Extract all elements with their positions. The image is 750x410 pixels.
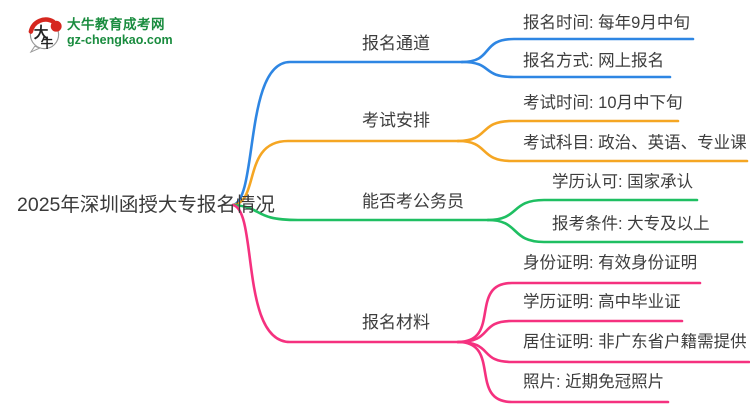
site-logo[interactable]: 大 牛 大牛教育成考网 gz-chengkao.com xyxy=(26,16,173,53)
branch-2-trunk-line xyxy=(231,139,460,207)
daniu-bubble-icon: 大 牛 xyxy=(28,17,62,53)
child-topic-signup-time: 报名时间: 每年9月中旬 xyxy=(523,14,690,32)
branch-3-trunk-line xyxy=(231,203,490,222)
logo-title: 大牛教育成考网 xyxy=(67,17,165,32)
child-topic-signup-method: 报名方式: 网上报名 xyxy=(523,52,665,70)
branch-topic-signup-channel: 报名通道 xyxy=(362,34,430,53)
child-topic-apply-condition: 报考条件: 大专及以上 xyxy=(552,215,710,233)
branch-4-child-2-line xyxy=(456,319,684,344)
branch-4-trunk-line xyxy=(231,203,460,344)
logo-char-1: 大 xyxy=(34,23,49,41)
child-topic-education-proof: 学历证明: 高中毕业证 xyxy=(523,293,681,311)
branch-topic-civil-servant: 能否考公务员 xyxy=(362,192,464,211)
branch-2-child-2-line xyxy=(456,139,749,163)
branch-topic-exam-arrangement: 考试安排 xyxy=(362,111,430,130)
child-topic-identity-proof: 身份证明: 有效身份证明 xyxy=(523,254,698,272)
branch-1-child-2-line xyxy=(460,60,672,79)
logo-subtitle: gz-chengkao.com xyxy=(67,33,173,47)
branch-2-child-1-line xyxy=(456,119,680,143)
branch-3-child-2-line xyxy=(486,218,744,244)
child-topic-residence-proof: 居住证明: 非广东省户籍需提供 xyxy=(523,333,747,351)
branch-3-child-1-line xyxy=(486,198,699,222)
child-topic-degree-recognition: 学历认可: 国家承认 xyxy=(552,173,694,191)
branch-topic-materials: 报名材料 xyxy=(362,313,430,332)
branch-1-trunk-line xyxy=(231,60,464,207)
child-topic-exam-time: 考试时间: 10月中下旬 xyxy=(523,94,683,112)
logo-char-2: 牛 xyxy=(41,36,54,51)
child-topic-exam-subjects: 考试科目: 政治、英语、专业课 xyxy=(523,134,747,152)
branch-4-child-1-line xyxy=(456,281,702,344)
branch-4-child-4-line xyxy=(456,340,670,404)
root-topic: 2025年深圳函授大专报名情况 xyxy=(17,194,275,216)
branch-1-child-1-line xyxy=(460,37,695,64)
child-topic-photo: 照片: 近期免冠照片 xyxy=(523,373,665,391)
